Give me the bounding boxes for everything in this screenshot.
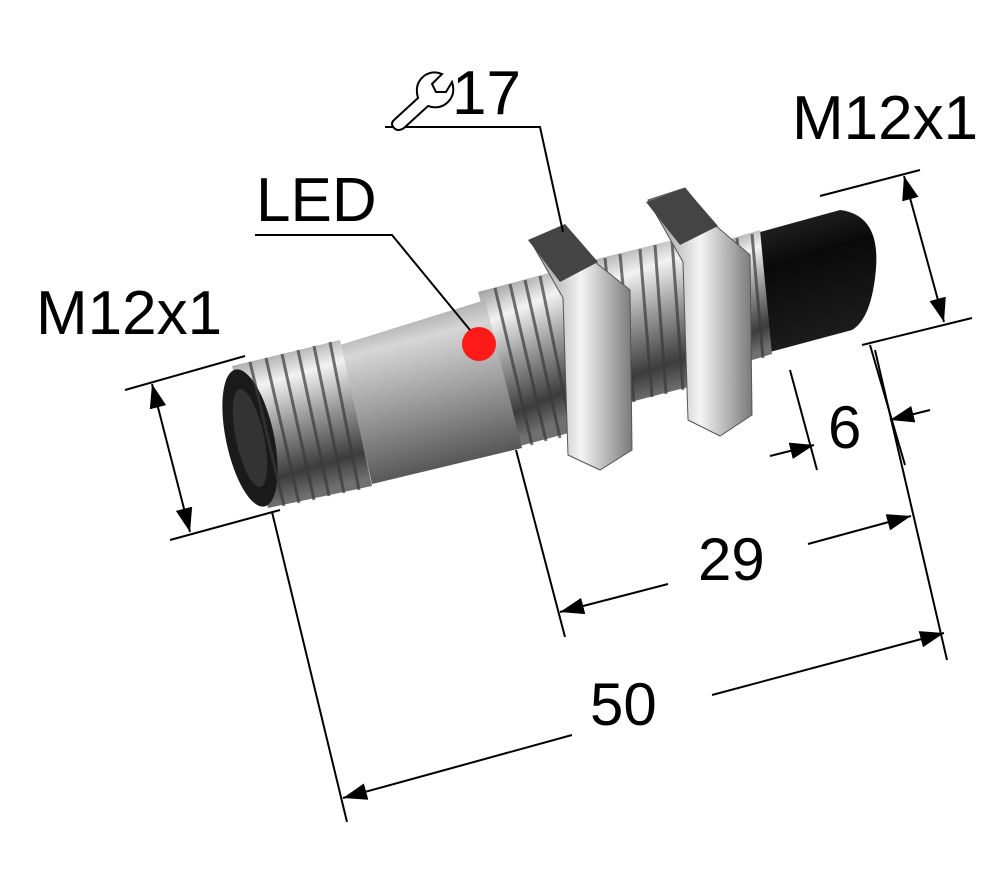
right-thread-label: M12x1 [792, 84, 979, 153]
dim-50-right [711, 631, 945, 696]
left-thread-label: M12x1 [36, 279, 223, 348]
wrench-size-label: 17 [452, 59, 521, 128]
led-leader [255, 234, 471, 331]
dim-6-label: 6 [828, 394, 862, 461]
dim-50-label: 50 [590, 671, 657, 738]
dim-6-right [889, 406, 931, 423]
wrench-leader [385, 126, 564, 233]
dim-right-thread [902, 175, 946, 323]
dim-50-left [342, 734, 573, 800]
dimension-lines [124, 126, 973, 823]
dim-29-left [559, 583, 669, 615]
dim-29-right [807, 514, 912, 545]
dim-29-label: 29 [698, 526, 765, 593]
wrench-icon [391, 71, 455, 131]
dim-6-left [769, 442, 815, 459]
led-label: LED [256, 166, 377, 235]
sensor-body [222, 187, 877, 508]
cable-cap [760, 210, 877, 352]
front-thread [478, 270, 580, 446]
dim-left-thread [149, 383, 193, 533]
led-indicator [462, 327, 496, 361]
